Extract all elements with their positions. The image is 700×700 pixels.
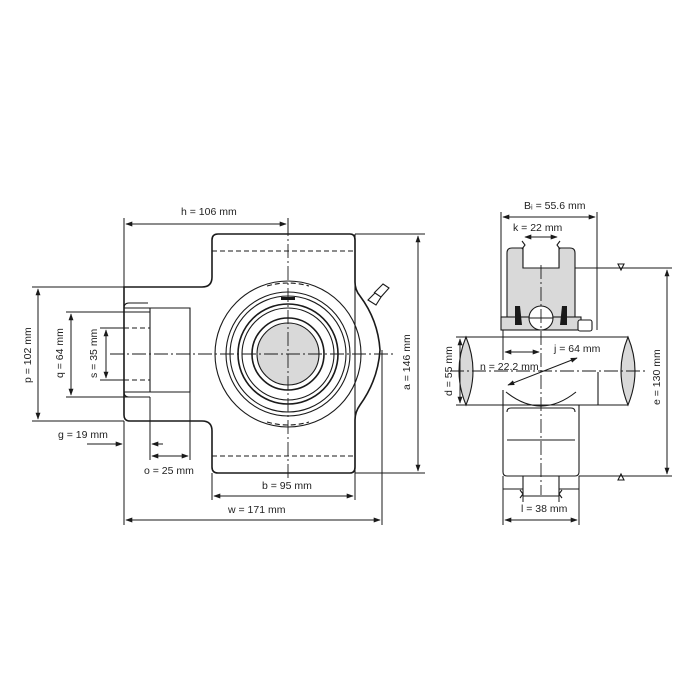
slider-block-lower	[502, 372, 599, 502]
label-j: j = 64 mm	[553, 343, 601, 355]
dimension-a: a = 146 mm	[355, 233, 425, 474]
dimension-s: s = 35 mm	[88, 327, 124, 381]
dimension-b: b = 95 mm	[211, 473, 356, 500]
label-a: a = 146 mm	[401, 334, 413, 390]
label-d: d = 55 mm	[443, 346, 455, 396]
label-g: g = 19 mm	[58, 429, 108, 441]
dimension-k: k = 22 mm	[513, 222, 563, 250]
label-q: q = 64 mm	[54, 328, 66, 378]
label-n: n = 22.2 mm	[480, 361, 539, 373]
slider-block-upper	[500, 247, 593, 332]
shaft	[458, 335, 636, 407]
label-l: l = 38 mm	[521, 503, 568, 515]
dimension-l: l = 38 mm	[502, 476, 580, 525]
dimension-h: h = 106 mm	[123, 206, 289, 287]
dimension-q: q = 64 mm	[54, 311, 150, 398]
dimension-d: d = 55 mm	[443, 336, 466, 406]
grease-nipple-icon	[367, 283, 390, 306]
label-s: s = 35 mm	[88, 328, 100, 378]
dimension-g: g = 19 mm	[58, 421, 163, 525]
housing-outline	[123, 233, 381, 474]
label-b: b = 95 mm	[262, 480, 312, 492]
dimension-j: j = 64 mm	[505, 343, 601, 407]
front-view: h = 106 mm a = 146 mm p = 102 mm q = 64 …	[22, 206, 425, 525]
label-Bi: Bᵢ = 55.6 mm	[524, 200, 586, 212]
label-p: p = 102 mm	[22, 327, 34, 383]
label-w: w = 171 mm	[227, 504, 286, 516]
dimension-w: w = 171 mm	[125, 350, 383, 525]
label-e: e = 130 mm	[651, 349, 663, 405]
dimension-e: e = 130 mm	[575, 263, 672, 481]
side-view: Bᵢ = 55.6 mm k = 22 mm e = 130 mm d = 55…	[443, 200, 672, 525]
label-o: o = 25 mm	[144, 465, 194, 477]
dimension-p: p = 102 mm	[22, 286, 124, 422]
label-k: k = 22 mm	[513, 222, 563, 234]
dimension-o: o = 25 mm	[144, 392, 194, 477]
label-h: h = 106 mm	[181, 206, 237, 218]
dimension-Bi: Bᵢ = 55.6 mm	[500, 200, 598, 330]
